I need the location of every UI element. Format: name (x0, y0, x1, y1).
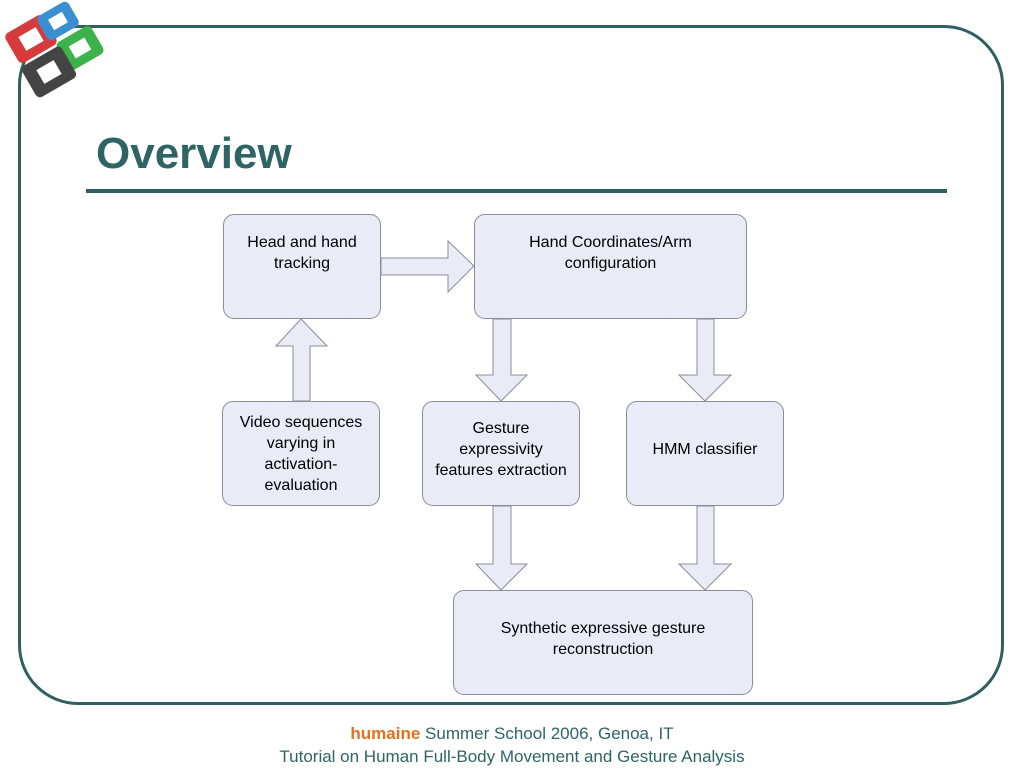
arrow-video-to-head (274, 318, 329, 402)
node-video-sequences: Video sequences varying in activation- e… (222, 401, 380, 506)
title-underline (86, 189, 947, 193)
node-label: Head and hand tracking (247, 233, 357, 272)
humaine-logo-icon (5, 1, 104, 98)
footer-brand: humaine (350, 724, 421, 743)
arrow-gesture-to-synth (474, 505, 529, 591)
node-label: Video sequences varying in activation- e… (239, 413, 363, 494)
footer-tutorial: Tutorial on Human Full-Body Movement and… (279, 747, 745, 766)
node-head-hand-tracking: Head and hand tracking (223, 214, 381, 319)
footer-line-1: humaine Summer School 2006, Genoa, IT (0, 722, 1024, 745)
node-hmm-classifier: HMM classifier (626, 401, 784, 506)
arrow-hand-to-gesture (474, 318, 529, 402)
footer: humaine Summer School 2006, Genoa, IT Tu… (0, 722, 1024, 768)
node-label: Synthetic expressive gesture reconstruct… (500, 619, 706, 658)
node-synthetic-reconstruction: Synthetic expressive gesture reconstruct… (453, 590, 753, 695)
footer-event: Summer School 2006, Genoa, IT (425, 724, 674, 743)
arrow-hmm-to-synth (677, 505, 733, 591)
arrow-head-to-hand (380, 239, 475, 294)
node-label: Gesture expressivity features extraction (435, 420, 567, 479)
arrow-hand-to-hmm (677, 318, 733, 402)
node-label: HMM classifier (652, 441, 758, 458)
node-hand-coordinates: Hand Coordinates/Arm configuration (474, 214, 747, 319)
node-gesture-expressivity: Gesture expressivity features extraction (422, 401, 580, 506)
slide-frame (18, 25, 1004, 705)
slide-title: Overview (96, 129, 292, 178)
node-label: Hand Coordinates/Arm configuration (529, 233, 692, 272)
